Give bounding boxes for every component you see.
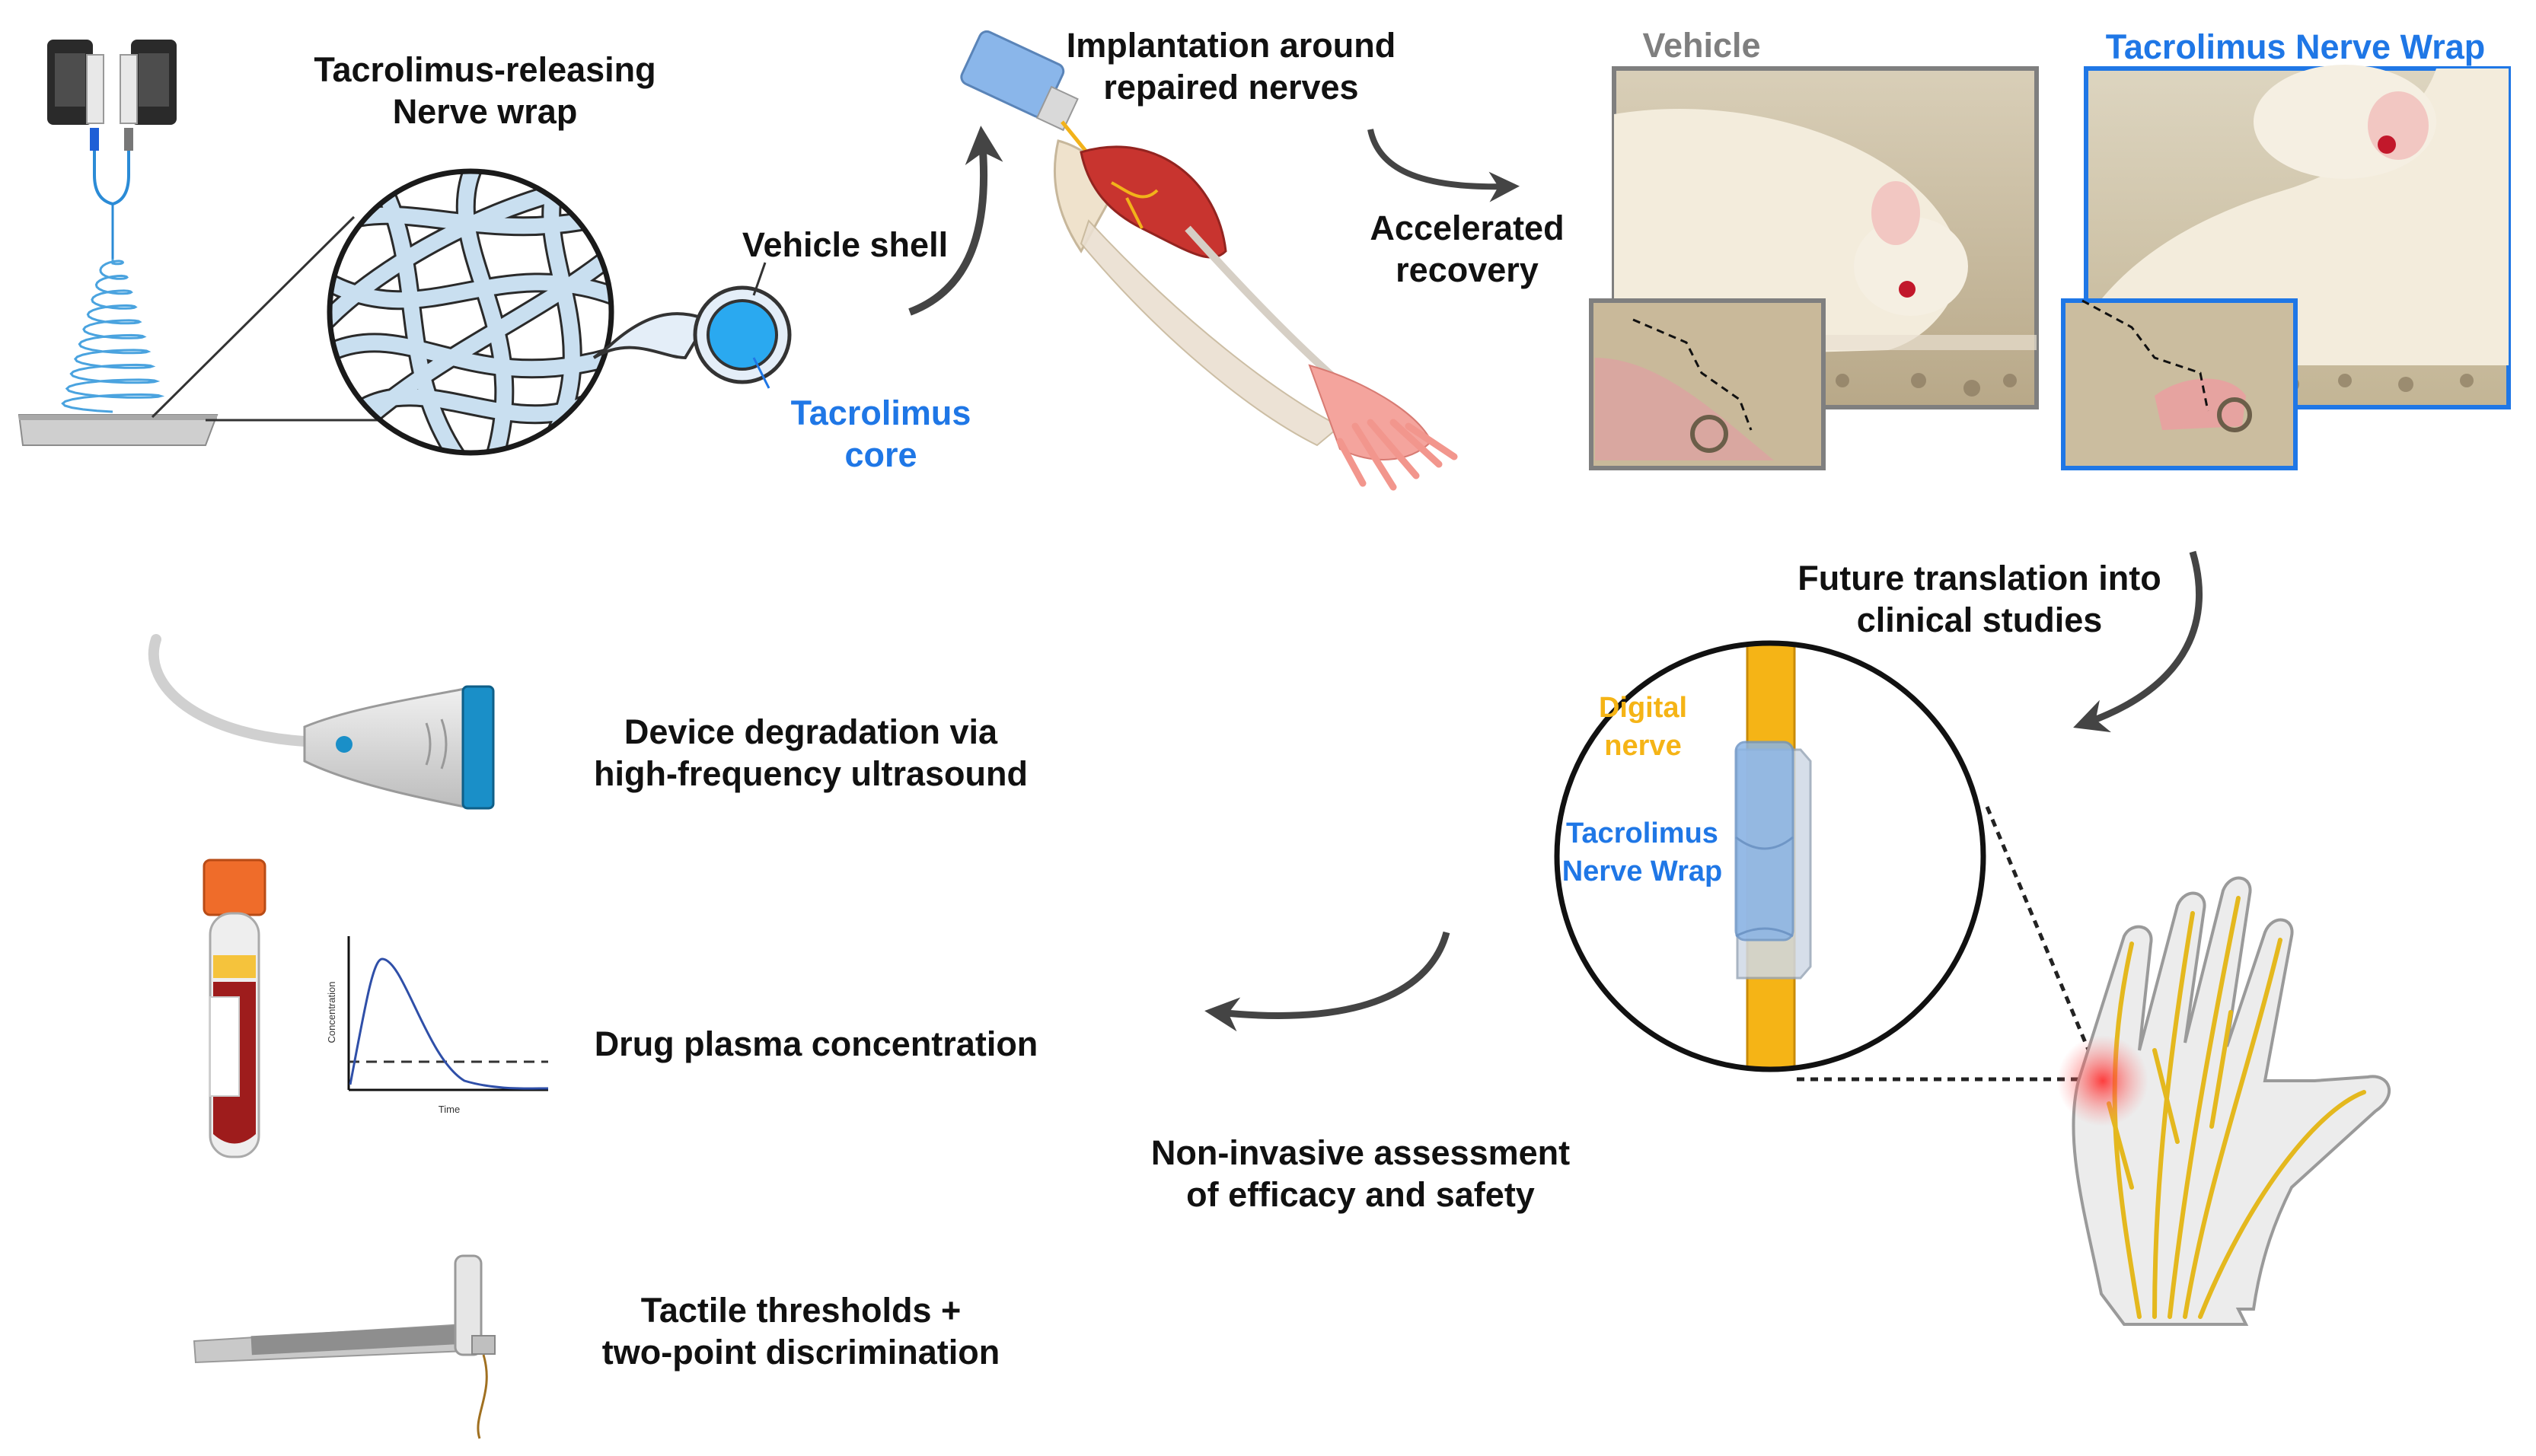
arrow-future-translation xyxy=(2073,550,2203,733)
tactile-label-line2: two-point discrimination xyxy=(602,1333,1000,1372)
core-label-line1: Tacrolimus xyxy=(791,393,971,432)
arrow-to-assessment xyxy=(1204,931,1450,1032)
digital-nerve-line1: Digital xyxy=(1599,692,1687,724)
zoom-line xyxy=(151,215,356,419)
rat-photo-vehicle xyxy=(1589,66,2039,470)
recovery-label-line2: recovery xyxy=(1396,250,1539,289)
pk-y-axis-label: Concentration xyxy=(326,982,337,1043)
digital-nerve-line2: nerve xyxy=(1604,730,1681,762)
hand-digital-nerves-icon xyxy=(2057,876,2391,1326)
wrap-title-line1: Tacrolimus-releasing xyxy=(314,50,656,89)
future-label-line1: Future translation into xyxy=(1798,559,2161,597)
monofilament-icon xyxy=(193,1254,496,1439)
rat-photo-tacrolimus xyxy=(2061,65,2511,470)
future-label-line2: clinical studies xyxy=(1857,601,2103,639)
implant-label-line2: repaired nerves xyxy=(1103,68,1358,107)
pk-x-axis-label: Time xyxy=(439,1104,460,1115)
tacrolimus-photo-title: Tacrolimus Nerve Wrap xyxy=(2106,27,2486,66)
vehicle-shell-label: Vehicle shell xyxy=(742,225,948,264)
arrow-to-recovery xyxy=(1367,129,1520,202)
tnw-inset-line1: Tacrolimus xyxy=(1566,817,1718,849)
shell-pointer xyxy=(752,262,767,296)
electrospinning-setup-icon xyxy=(18,40,219,446)
tnw-inset-line2: Nerve Wrap xyxy=(1562,855,1723,887)
core-pointer xyxy=(752,357,770,389)
wrap-title-line2: Nerve wrap xyxy=(393,92,578,131)
blood-tube-icon xyxy=(203,859,266,1158)
noninvasive-label-line1: Non-invasive assessment xyxy=(1151,1133,1570,1172)
nerve-wrap-magnifier-icon xyxy=(1554,640,1986,1072)
noninvasive-label-line2: of efficacy and safety xyxy=(1186,1175,1535,1214)
arm-anatomy-icon xyxy=(960,30,1458,491)
ultrasound-label-line1: Device degradation via xyxy=(624,712,998,751)
ultrasound-label-line2: high-frequency ultrasound xyxy=(594,754,1028,793)
fiber-mesh-magnifier-icon xyxy=(327,168,614,456)
vehicle-photo-title: Vehicle xyxy=(1642,26,1760,65)
drug-plasma-label: Drug plasma concentration xyxy=(595,1024,1038,1063)
core-label-line2: core xyxy=(844,435,917,474)
pk-curve-icon xyxy=(347,936,549,1091)
conduit-cross-section-icon xyxy=(592,262,792,389)
zoom-line-dashed xyxy=(1985,806,2104,1082)
implant-label-line1: Implantation around xyxy=(1067,26,1396,65)
ultrasound-probe-icon xyxy=(148,634,495,810)
tactile-label-line1: Tactile thresholds + xyxy=(641,1291,962,1330)
arrow-to-implant xyxy=(908,126,1003,316)
recovery-label-line1: Accelerated xyxy=(1370,209,1564,247)
